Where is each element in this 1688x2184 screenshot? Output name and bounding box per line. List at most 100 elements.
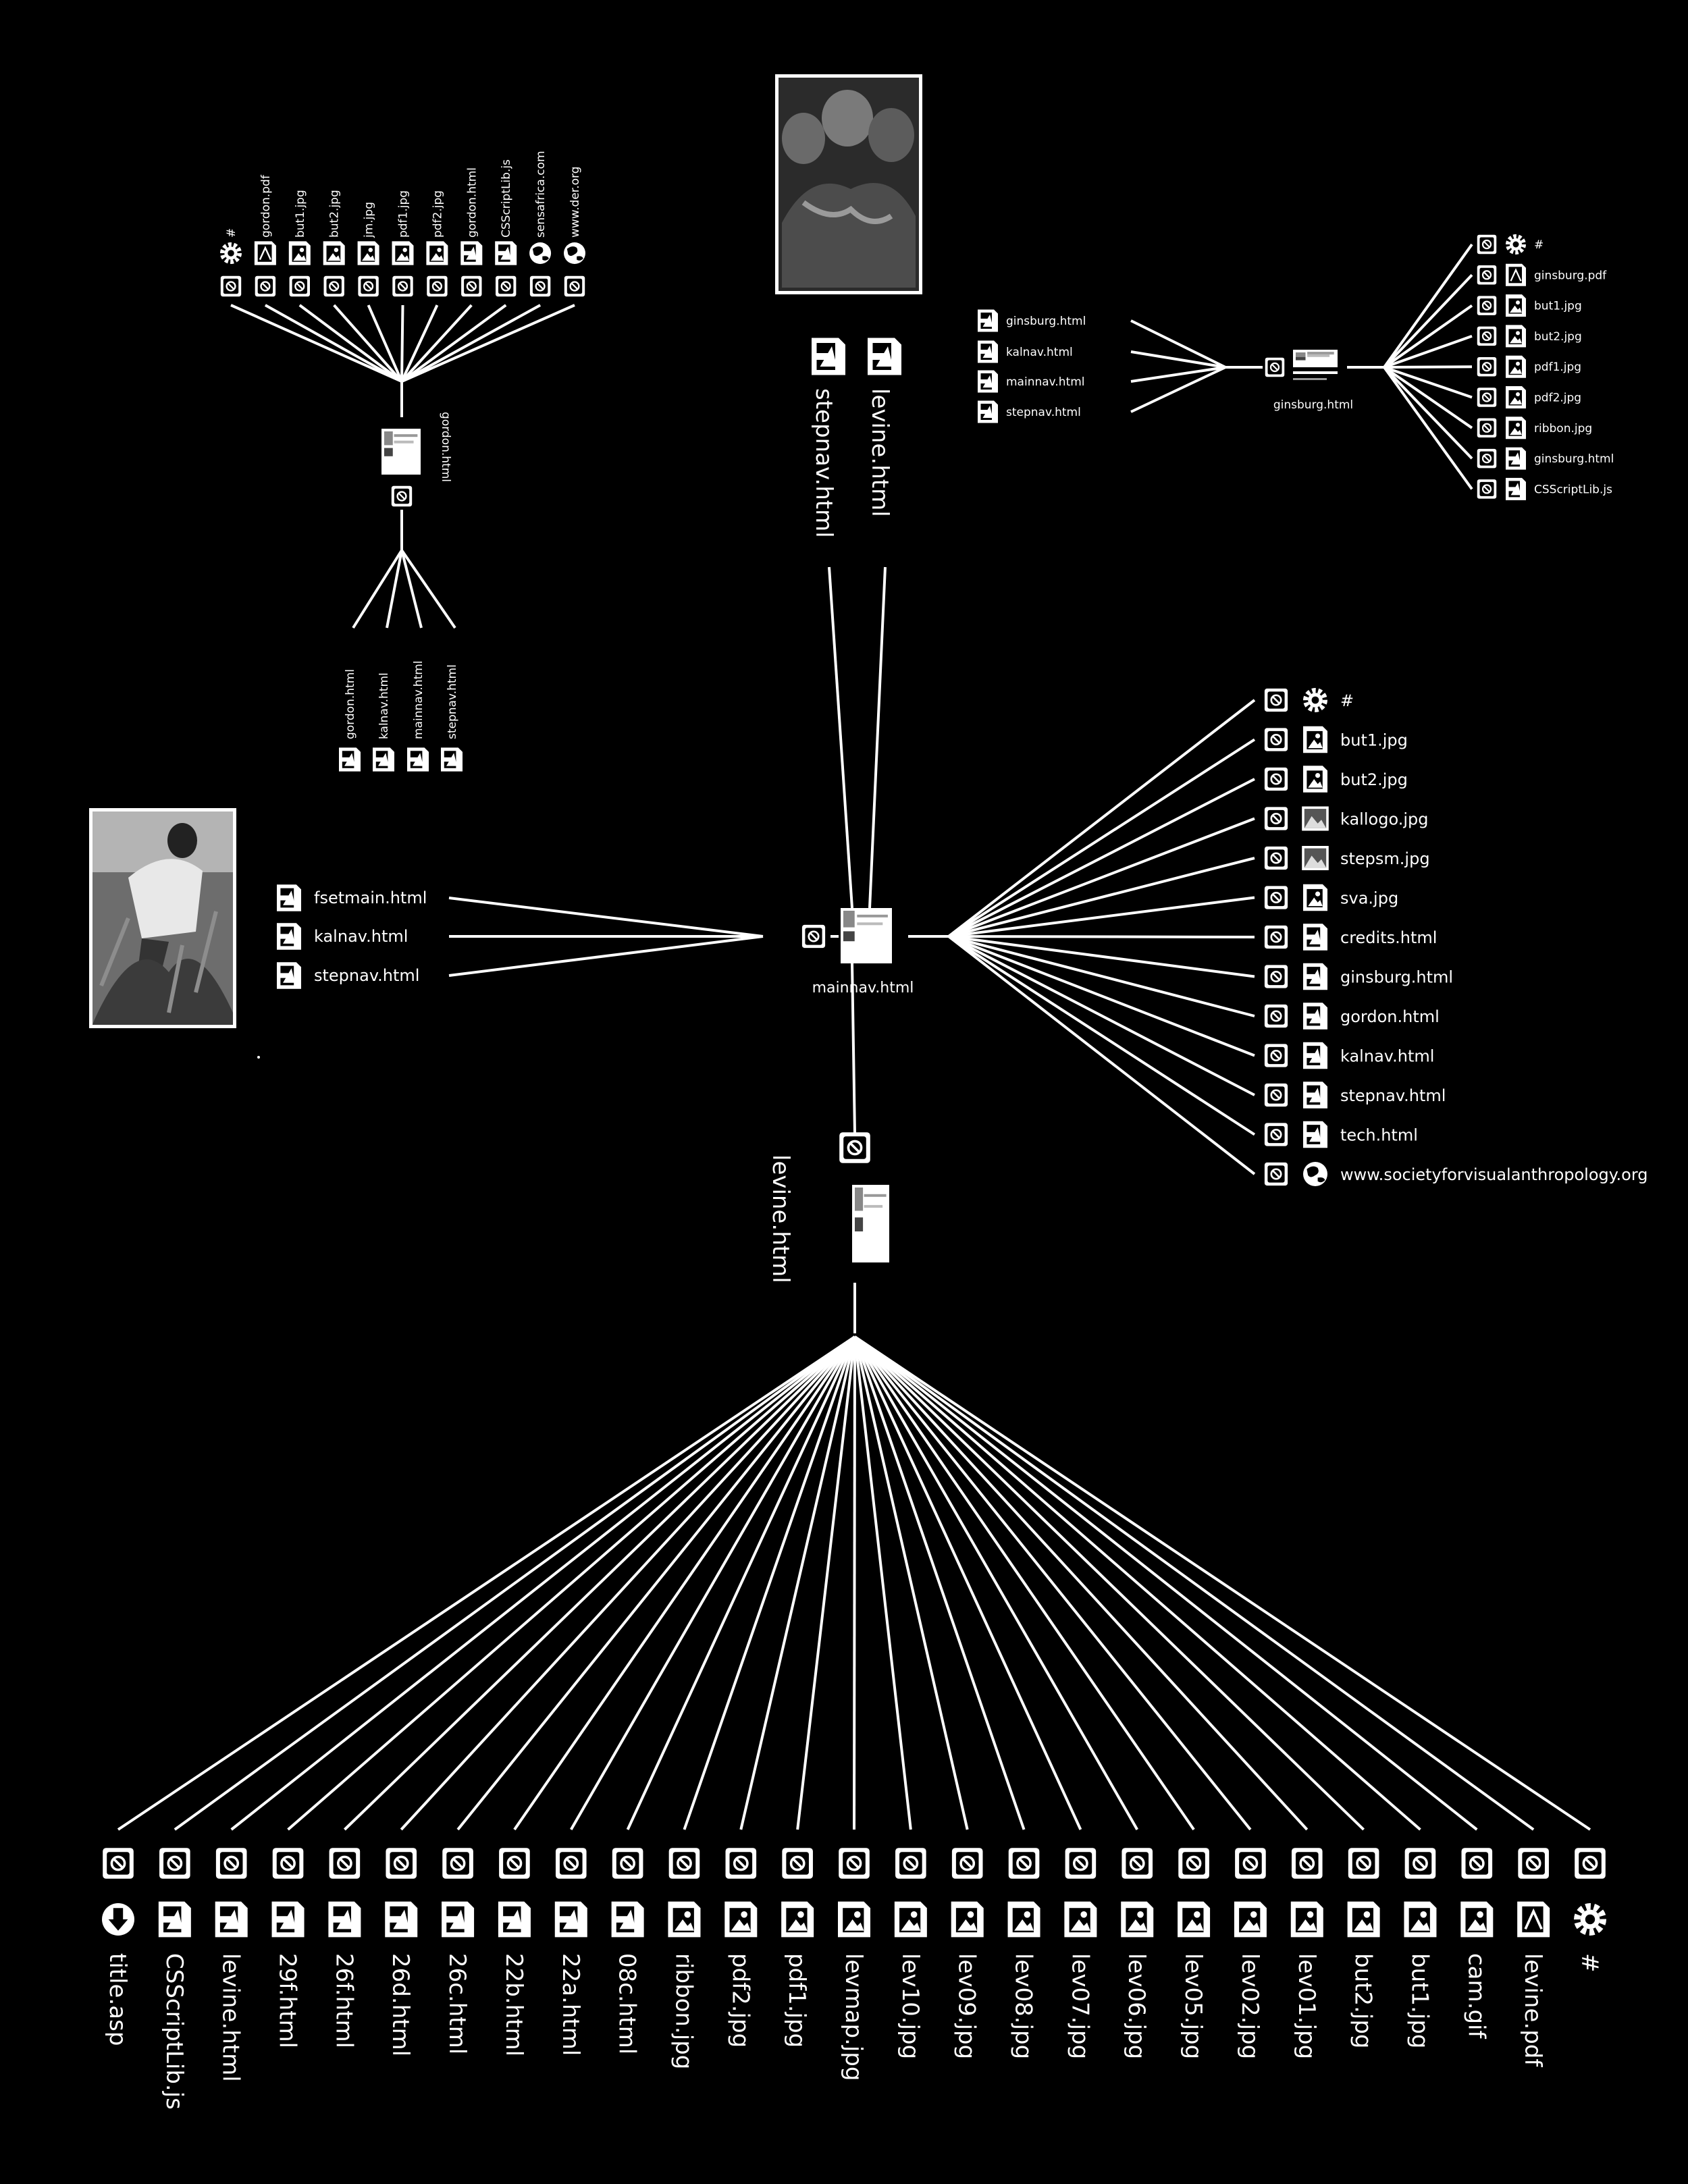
mainnav-outgoing-label[interactable]: ginsburg.html <box>1340 968 1453 987</box>
link-handle-icon[interactable] <box>1460 1846 1494 1880</box>
link-handle-icon[interactable] <box>1476 448 1498 469</box>
link-handle-icon[interactable] <box>894 1846 928 1880</box>
levine-outgoing-label[interactable]: # <box>1576 1953 1603 1973</box>
gordon-outgoing-label[interactable]: pdf1.jpg <box>397 190 411 238</box>
gordon-outgoing-label[interactable]: CSScriptLib.js <box>500 159 513 238</box>
levine-outgoing-label[interactable]: ribbon.jpg <box>670 1953 697 2069</box>
link-handle-icon[interactable] <box>215 1846 248 1880</box>
link-handle-icon[interactable] <box>1263 1043 1289 1068</box>
top-incoming-label[interactable]: stepnav.html <box>810 388 837 538</box>
link-handle-icon[interactable] <box>460 275 483 298</box>
levine-outgoing-label[interactable]: lev05.jpg <box>1180 1953 1207 2059</box>
link-handle-icon[interactable] <box>1234 1846 1267 1880</box>
gordon-incoming-label[interactable]: stepnav.html <box>446 664 459 739</box>
ginsburg-incoming-label[interactable]: ginsburg.html <box>1006 315 1086 328</box>
levine-outgoing-label[interactable]: lev02.jpg <box>1236 1953 1263 2059</box>
gordon-incoming-label[interactable]: gordon.html <box>344 669 357 739</box>
levine-outgoing-label[interactable]: lev07.jpg <box>1066 1953 1093 2059</box>
gordon-outgoing-label[interactable]: # <box>225 228 238 238</box>
levine-outgoing-label[interactable]: lev09.jpg <box>953 1953 980 2059</box>
link-handle-icon[interactable] <box>1263 727 1289 752</box>
ginsburg-incoming-label[interactable]: stepnav.html <box>1006 406 1081 419</box>
gordon-outgoing-label[interactable]: gordon.html <box>465 167 479 238</box>
mainnav-outgoing-label[interactable]: but2.jpg <box>1340 770 1408 789</box>
mainnav-outgoing-label[interactable]: www.societyforvisualanthropology.org <box>1340 1165 1648 1184</box>
link-handle-icon[interactable] <box>271 1846 305 1880</box>
ginsburg-outgoing-label[interactable]: ginsburg.html <box>1534 452 1614 466</box>
levine-outgoing-label[interactable]: lev06.jpg <box>1123 1953 1150 2059</box>
mainnav-outgoing-label[interactable]: credits.html <box>1340 928 1437 947</box>
mainnav-outgoing-label[interactable]: stepnav.html <box>1340 1086 1446 1105</box>
link-handle-icon[interactable] <box>838 1131 872 1165</box>
ginsburg-incoming-label[interactable]: mainnav.html <box>1006 375 1085 389</box>
gordon-incoming-label[interactable]: kalnav.html <box>377 672 391 739</box>
link-handle-icon[interactable] <box>1263 687 1289 713</box>
link-handle-icon[interactable] <box>1290 1846 1324 1880</box>
levine-outgoing-label[interactable]: 26f.html <box>330 1953 357 2048</box>
link-handle-icon[interactable] <box>1263 964 1289 989</box>
levine-outgoing-label[interactable]: levine.pdf <box>1519 1953 1546 2067</box>
mainnav-outgoing-label[interactable]: sva.jpg <box>1340 889 1398 908</box>
levine-outgoing-label[interactable]: but2.jpg <box>1350 1953 1377 2049</box>
gordon-outgoing-label[interactable]: gordon.pdf <box>259 174 273 238</box>
link-handle-icon[interactable] <box>1263 845 1289 871</box>
link-handle-icon[interactable] <box>1007 1846 1041 1880</box>
link-handle-icon[interactable] <box>837 1846 871 1880</box>
link-handle-icon[interactable] <box>667 1846 702 1880</box>
link-handle-icon[interactable] <box>158 1846 192 1880</box>
link-handle-icon[interactable] <box>1476 479 1498 500</box>
link-handle-icon[interactable] <box>254 275 277 298</box>
link-handle-icon[interactable] <box>219 275 242 298</box>
link-handle-icon[interactable] <box>1264 356 1286 378</box>
levine-outgoing-label[interactable]: 08c.html <box>614 1953 641 2054</box>
mainnav-page-thumbnail[interactable] <box>841 908 892 963</box>
levine-outgoing-label[interactable]: title.asp <box>104 1953 131 2046</box>
ginsburg-outgoing-label[interactable]: ginsburg.pdf <box>1534 269 1607 282</box>
mainnav-outgoing-label[interactable]: kallogo.jpg <box>1340 810 1428 829</box>
levine-outgoing-label[interactable]: 29f.html <box>274 1953 301 2048</box>
mainnav-outgoing-label[interactable]: # <box>1340 691 1354 710</box>
link-handle-icon[interactable] <box>441 1846 475 1880</box>
link-handle-icon[interactable] <box>1263 766 1289 792</box>
top-incoming-label[interactable]: levine.html <box>866 388 893 517</box>
levine-outgoing-label[interactable]: 26d.html <box>387 1953 414 2056</box>
levine-title[interactable]: levine.html <box>767 1154 794 1283</box>
gordon-outgoing-label[interactable]: www.der.org <box>569 166 582 238</box>
ginsburg-outgoing-label[interactable]: but2.jpg <box>1534 330 1582 344</box>
gordon-incoming-label[interactable]: mainnav.html <box>412 660 425 739</box>
link-handle-icon[interactable] <box>426 275 448 298</box>
levine-outgoing-label[interactable]: but1.jpg <box>1406 1953 1433 2049</box>
link-handle-icon[interactable] <box>1476 264 1498 286</box>
levine-outgoing-label[interactable]: lev10.jpg <box>897 1953 924 2059</box>
link-handle-icon[interactable] <box>1177 1846 1211 1880</box>
mainnav-outgoing-label[interactable]: tech.html <box>1340 1126 1418 1145</box>
link-handle-icon[interactable] <box>1263 1003 1289 1029</box>
ginsburg-outgoing-label[interactable]: CSScriptLib.js <box>1534 483 1612 496</box>
link-handle-icon[interactable] <box>1263 885 1289 910</box>
link-handle-icon[interactable] <box>1476 325 1498 347</box>
link-handle-icon[interactable] <box>384 1846 418 1880</box>
levine-outgoing-label[interactable]: cam.gif <box>1462 1953 1489 2039</box>
ginsburg-page-thumbnail[interactable] <box>1293 350 1338 367</box>
link-handle-icon[interactable] <box>1263 1082 1289 1108</box>
ginsburg-outgoing-label[interactable]: pdf2.jpg <box>1534 392 1581 405</box>
mainnav-outgoing-label[interactable]: gordon.html <box>1340 1007 1440 1026</box>
mainnav-incoming-label[interactable]: fsetmain.html <box>314 888 427 907</box>
link-handle-icon[interactable] <box>1476 387 1498 408</box>
link-handle-icon[interactable] <box>1476 417 1498 439</box>
mainnav-incoming-label[interactable]: kalnav.html <box>314 927 408 946</box>
link-handle-icon[interactable] <box>724 1846 758 1880</box>
link-handle-icon[interactable] <box>563 275 586 298</box>
gordon-outgoing-label[interactable]: sensafrica.com <box>534 151 548 238</box>
link-handle-icon[interactable] <box>1063 1846 1097 1880</box>
link-handle-icon[interactable] <box>951 1846 984 1880</box>
levine-outgoing-label[interactable]: 22a.html <box>557 1953 584 2056</box>
ginsburg-outgoing-label[interactable]: # <box>1534 238 1544 252</box>
gordon-outgoing-label[interactable]: jm.jpg <box>363 202 376 238</box>
link-handle-icon[interactable] <box>101 1846 135 1880</box>
link-handle-icon[interactable] <box>494 275 517 298</box>
link-handle-icon[interactable] <box>1516 1846 1550 1880</box>
mainnav-outgoing-label[interactable]: stepsm.jpg <box>1340 849 1430 868</box>
link-handle-icon[interactable] <box>1403 1846 1438 1880</box>
link-handle-icon[interactable] <box>323 275 346 298</box>
